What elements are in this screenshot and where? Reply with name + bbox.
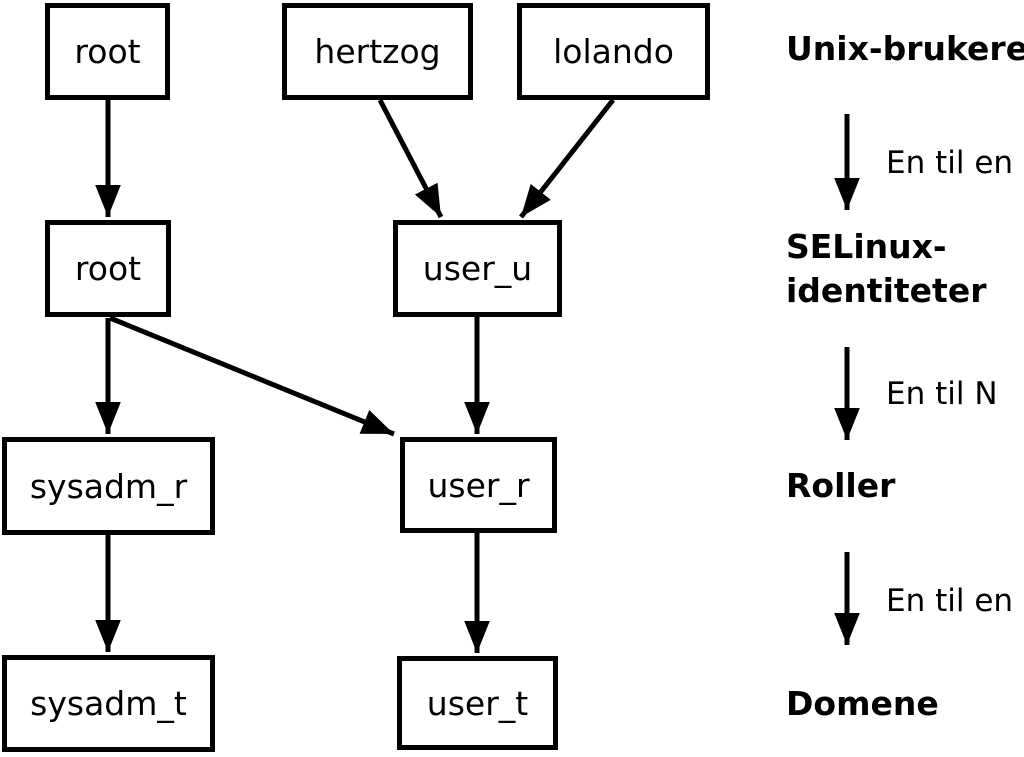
node-role-sysadm_r-label: sysadm_r xyxy=(29,466,188,506)
node-unix-root: root xyxy=(45,3,170,100)
node-role-user_r: user_r xyxy=(400,437,557,533)
arrow-root-to-user_r xyxy=(109,315,395,437)
legend-arrow-label-one-to-n: En til N xyxy=(886,376,998,412)
node-selinux-root-label: root xyxy=(74,249,142,288)
legend-selinux-identities: SELinux- identiteter xyxy=(786,225,986,313)
arrow-hertzog-to-user_u xyxy=(377,98,444,219)
legend-roles: Roller xyxy=(786,466,896,505)
node-unix-hertzog: hertzog xyxy=(282,3,473,100)
legend-arrow-label-one-to-one-1: En til en xyxy=(886,145,1014,181)
node-selinux-root: root xyxy=(45,220,171,317)
node-role-user_r-label: user_r xyxy=(427,465,530,505)
legend-unix-users: Unix-brukere xyxy=(786,29,1024,68)
node-unix-hertzog-label: hertzog xyxy=(314,32,441,71)
node-role-sysadm_r: sysadm_r xyxy=(2,437,215,535)
node-selinux-user_u: user_u xyxy=(393,220,562,317)
node-domain-user_t-label: user_t xyxy=(426,683,529,723)
node-domain-sysadm_t: sysadm_t xyxy=(2,655,215,752)
legend-domains: Domene xyxy=(786,684,939,723)
node-domain-sysadm_t-label: sysadm_t xyxy=(30,684,187,723)
legend-selinux-identities-line1: SELinux- xyxy=(786,227,947,266)
arrow-lolando-to-user_u xyxy=(519,98,615,219)
node-domain-user_t: user_t xyxy=(397,656,558,750)
node-unix-lolando: lolando xyxy=(517,3,710,100)
legend-selinux-identities-line2: identiteter xyxy=(786,271,987,310)
legend-arrow-label-one-to-one-2: En til en xyxy=(886,583,1014,619)
node-selinux-user_u-label: user_u xyxy=(422,249,533,288)
node-unix-lolando-label: lolando xyxy=(553,32,674,71)
node-unix-root-label: root xyxy=(74,32,141,71)
